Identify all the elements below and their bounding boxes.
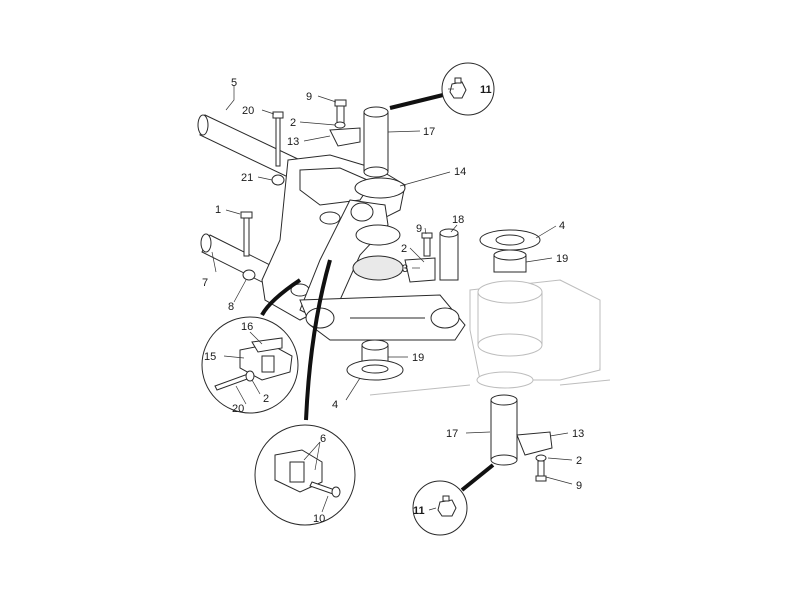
callout-3: 3 xyxy=(402,263,408,275)
callout-2: 2 xyxy=(576,455,582,467)
callout-21: 21 xyxy=(241,172,253,184)
callout-19: 19 xyxy=(556,253,568,265)
leader-lines xyxy=(211,85,573,513)
callout-13: 13 xyxy=(572,428,584,440)
callout-18: 18 xyxy=(452,214,464,226)
callout-20: 20 xyxy=(242,105,254,117)
callout-13: 13 xyxy=(287,136,299,148)
callout-9: 9 xyxy=(576,480,582,492)
callout-9: 9 xyxy=(416,223,422,235)
main-swing-assembly xyxy=(197,99,553,482)
callout-14: 14 xyxy=(454,166,466,178)
callout-19: 19 xyxy=(412,352,424,364)
callout-2: 2 xyxy=(290,117,296,129)
callout-labels: 5 20 9 2 13 17 11 21 14 1 7 8 9 18 2 3 4… xyxy=(202,77,584,525)
callout-20: 20 xyxy=(232,403,244,415)
callout-5: 5 xyxy=(231,77,237,89)
callout-2: 2 xyxy=(401,243,407,255)
callout-1: 1 xyxy=(215,204,221,216)
callout-4: 4 xyxy=(559,220,565,232)
callout-15: 15 xyxy=(204,351,216,363)
detail-grease-nipple-bottom xyxy=(412,463,495,536)
callout-11: 11 xyxy=(480,84,492,96)
callout-7: 7 xyxy=(202,277,208,289)
callout-17: 17 xyxy=(446,428,458,440)
faded-boom-assembly xyxy=(369,279,611,396)
detail-clamp-16 xyxy=(201,278,302,414)
callout-11: 11 xyxy=(413,505,425,517)
callout-16: 16 xyxy=(241,321,253,333)
detail-grease-nipple-top xyxy=(389,62,495,116)
detail-clamp-6 xyxy=(254,259,356,526)
callout-4: 4 xyxy=(332,399,338,411)
callout-8: 8 xyxy=(228,301,234,313)
callout-9: 9 xyxy=(306,91,312,103)
callout-6: 6 xyxy=(320,433,326,445)
callout-2: 2 xyxy=(263,393,269,405)
callout-17: 17 xyxy=(423,126,435,138)
callout-10: 10 xyxy=(313,513,325,525)
